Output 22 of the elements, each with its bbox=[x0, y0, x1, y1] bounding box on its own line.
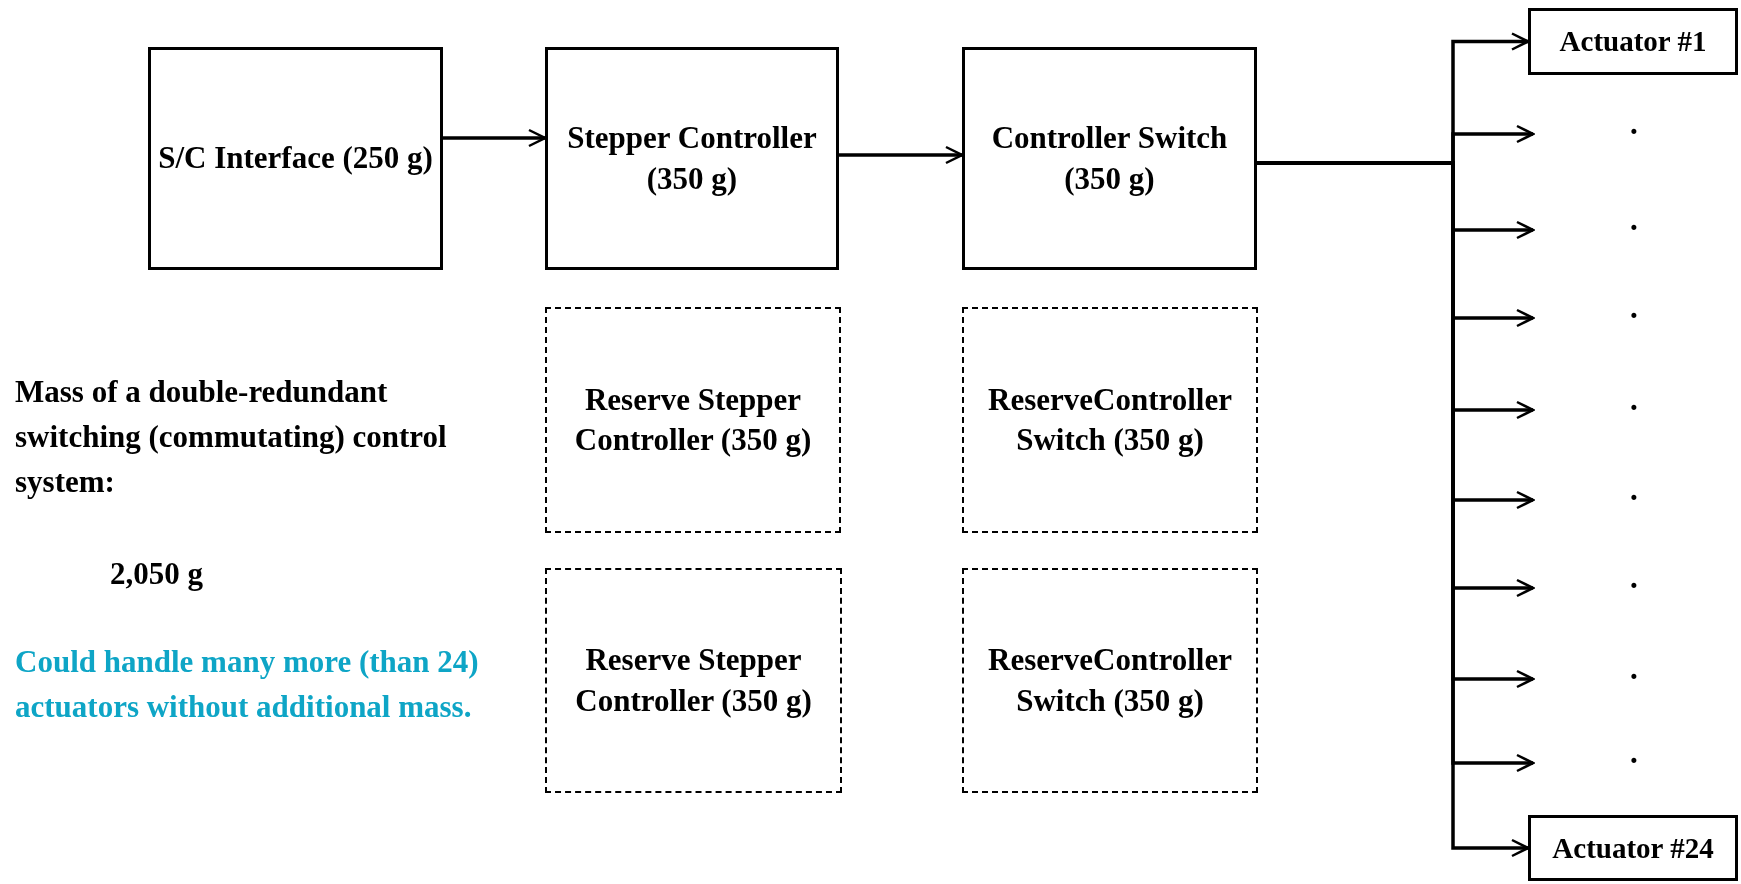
ellipsis-dot: . bbox=[1630, 204, 1638, 235]
ellipsis-dot: . bbox=[1630, 653, 1638, 684]
reserve-box: Reserve Stepper Controller (350 g) bbox=[545, 307, 841, 533]
ellipsis-dot: . bbox=[1630, 384, 1638, 415]
process-box: Stepper Controller (350 g) bbox=[545, 47, 839, 270]
ellipsis-dot: . bbox=[1630, 292, 1638, 323]
note-text: Could handle many more (than 24) actuators without additional mass. bbox=[15, 643, 480, 726]
process-box: S/C Interface (250 g) bbox=[148, 47, 443, 270]
ellipsis-dot: . bbox=[1630, 474, 1638, 505]
ellipsis-dot: . bbox=[1630, 108, 1638, 139]
process-box: Actuator #1 bbox=[1528, 8, 1738, 75]
arrow bbox=[839, 145, 964, 165]
process-box: Actuator #24 bbox=[1528, 815, 1738, 881]
reserve-box: ReserveController Switch (350 g) bbox=[962, 568, 1258, 793]
mass-value: 2,050 g bbox=[110, 555, 204, 593]
ellipsis-dot: . bbox=[1630, 562, 1638, 593]
reserve-box: ReserveController Switch (350 g) bbox=[962, 307, 1258, 533]
arrow bbox=[443, 128, 547, 148]
process-box: Controller Switch (350 g) bbox=[962, 47, 1257, 270]
note-text: Mass of a double-redundant switching (commutating) control system: bbox=[15, 373, 448, 501]
reserve-box: Reserve Stepper Controller (350 g) bbox=[545, 568, 842, 793]
ellipsis-dot: . bbox=[1630, 737, 1638, 768]
